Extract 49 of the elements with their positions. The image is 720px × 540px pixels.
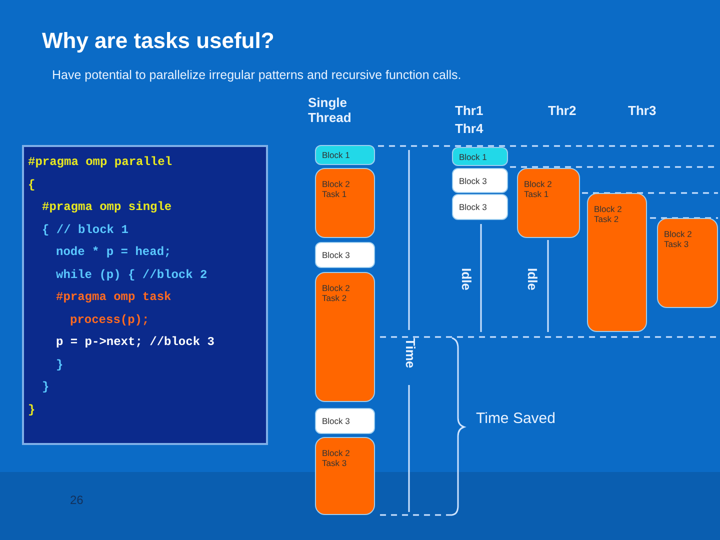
task-block [315,272,375,402]
code-block [452,194,508,220]
code-line: process(p); [69,312,150,328]
idle-label: Idle [524,268,539,290]
subtitle-text: Have potential to parallelize irregular patterns and recursive function calls. [52,68,462,82]
column-header: Thr3 [628,104,656,119]
block-label: Block 3 [459,202,488,212]
time-saved-label: Time Saved [476,410,556,428]
column-header: Thr4 [455,122,484,137]
code-line: #pragma omp parallel [28,154,174,171]
code-block [452,147,508,166]
block-label: Block 3 [459,176,488,186]
block-label: Block 2 Task 3 [322,448,351,468]
block-label: Block 3 [322,416,351,426]
code-panel [22,145,268,445]
code-line: } [41,379,50,396]
block-label: Block 1 [322,150,351,160]
slide-title: Why are tasks useful? [42,28,274,54]
time-axis-label: Time [402,338,417,368]
task-block [315,168,375,238]
code-block [315,242,375,268]
code-line: #pragma omp task [55,289,172,306]
column-header: Thr1 [455,104,484,119]
block-label: Block 3 [322,250,351,260]
task-block [517,168,580,238]
idle-label: Idle [458,268,473,290]
page-number: 26 [70,494,84,508]
block-label: Block 1 [459,152,488,162]
code-line: #pragma omp single [41,199,173,216]
code-line: { [28,176,36,194]
code-line: while (p) { //block 2 [55,266,208,284]
code-block [315,408,375,434]
block-label: Block 2 Task 1 [524,179,553,199]
block-label: Block 2 Task 2 [322,283,351,303]
code-line: node * p = head; [55,244,172,261]
task-block [657,218,718,308]
code-line: } [28,402,36,418]
code-block [315,145,375,165]
block-label: Block 2 Task 1 [322,179,351,199]
code-line: } [55,356,64,374]
task-block [315,437,375,515]
code-line: { // block 1 [41,222,130,238]
code-block [452,168,508,193]
block-label: Block 2 Task 2 [594,204,623,224]
code-line: p = p->next; //block 3 [55,334,216,351]
column-header: Single Thread [308,96,352,126]
column-header: Thr2 [548,104,576,119]
block-label: Block 2 Task 3 [664,229,693,249]
task-block [587,193,647,332]
